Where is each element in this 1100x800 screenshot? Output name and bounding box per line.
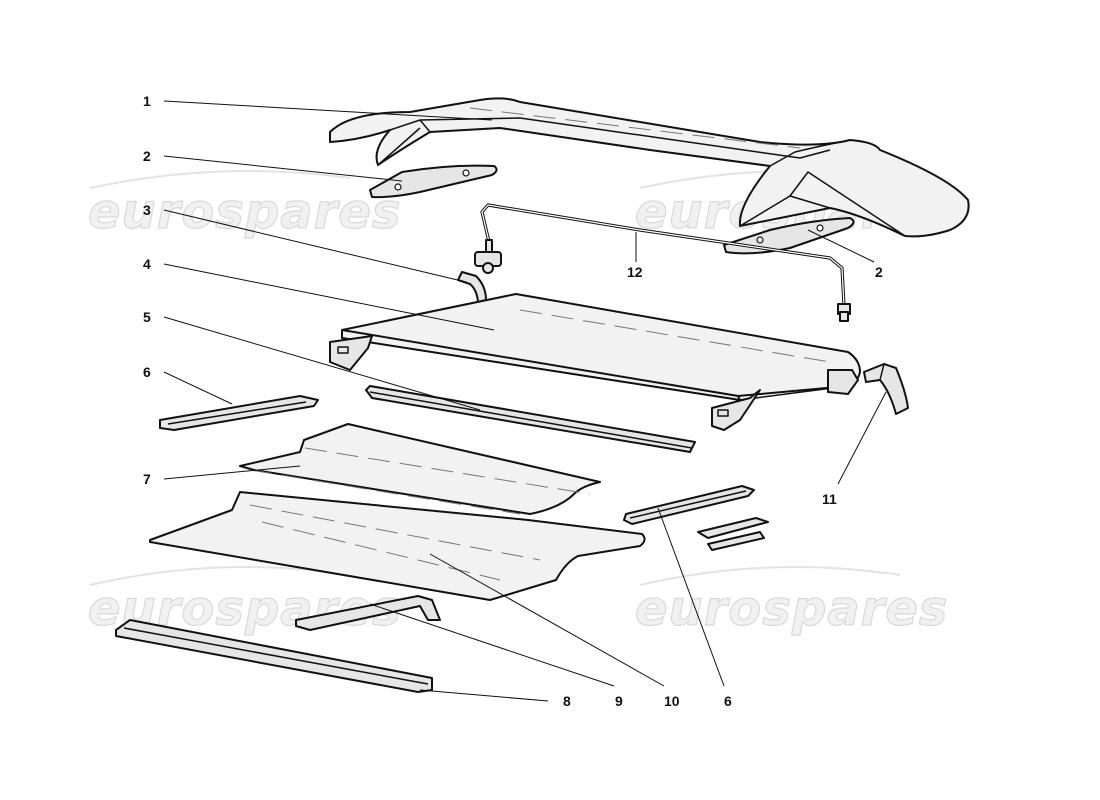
callout-labels: 1 2 3 4 5 6 7 12 2 11 8 9 10 6 [143, 93, 883, 709]
callout-4: 4 [143, 256, 151, 272]
part-spoiler-pad-left [369, 164, 498, 199]
callout-8: 8 [563, 693, 571, 709]
cable-connector-left [474, 239, 502, 274]
part-corner-bracket [863, 363, 909, 415]
part-cable [474, 203, 851, 322]
callout-6-left: 6 [143, 364, 151, 380]
part-spoiler-wing [329, 97, 970, 238]
part-spoiler-pad-right [723, 217, 855, 255]
callout-11: 11 [822, 491, 837, 507]
callout-3: 3 [143, 202, 151, 218]
callout-6-right: 6 [724, 693, 732, 709]
callout-9: 9 [615, 693, 623, 709]
callout-1: 1 [143, 93, 151, 109]
part-clip [457, 271, 487, 303]
part-trim-strip-right [623, 485, 755, 525]
leader-lines [163, 100, 887, 702]
part-carpet-panel [239, 423, 601, 515]
callout-5: 5 [143, 309, 151, 325]
cable-connector-right [837, 303, 851, 322]
callout-2-left: 2 [143, 148, 151, 164]
part-bracket-plate [295, 595, 441, 631]
callout-2-right: 2 [875, 264, 883, 280]
callout-12: 12 [627, 264, 643, 280]
watermark-bottom-right: eurospares [634, 566, 949, 638]
part-bottom-rail [115, 619, 433, 693]
svg-text:eurospares: eurospares [88, 184, 402, 240]
callout-10: 10 [664, 693, 680, 709]
part-small-plate-2 [707, 531, 765, 551]
part-long-strip [365, 385, 696, 453]
part-trim-strip-left [159, 395, 319, 431]
part-main-panel [329, 293, 861, 431]
watermark-top-left: eurospares [87, 169, 402, 241]
part-small-plate-1 [697, 517, 769, 539]
callout-7: 7 [143, 471, 151, 487]
part-floor-panel [149, 491, 646, 601]
svg-text:eurospares: eurospares [635, 581, 949, 637]
